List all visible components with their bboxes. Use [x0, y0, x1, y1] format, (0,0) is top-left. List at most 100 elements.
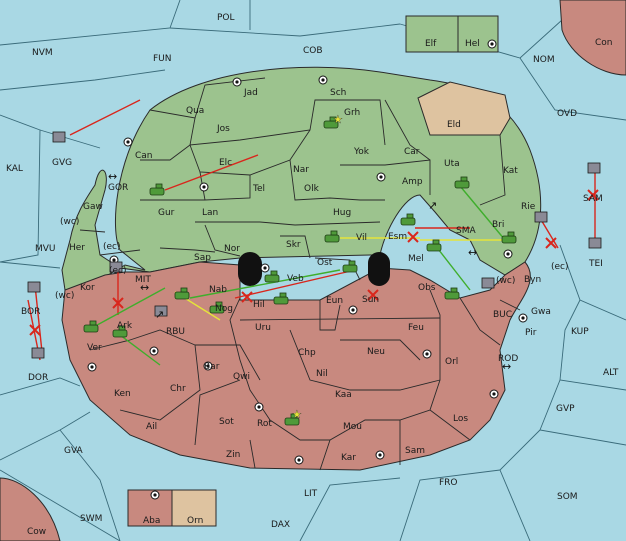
label-ail: Ail	[146, 422, 157, 432]
red-region	[61, 261, 531, 471]
fleet-unit	[109, 261, 123, 273]
label-esm: Esm	[388, 232, 407, 242]
land-borders	[79, 77, 521, 471]
label-kal: KAL	[6, 164, 23, 174]
label-dor: DOR	[28, 373, 48, 383]
units[interactable]	[27, 116, 602, 426]
army-unit	[324, 230, 340, 243]
inset-elf-shape	[405, 15, 459, 53]
coast-label: (wc)	[55, 291, 74, 301]
svg-text:↗: ↗	[428, 199, 437, 212]
fleet-unit	[27, 281, 41, 293]
army-unit	[273, 292, 289, 305]
label-dax: DAX	[271, 520, 290, 530]
label-sap: Sap	[194, 253, 211, 263]
tunnel-right-end	[368, 252, 390, 286]
label-car: Car	[404, 147, 420, 157]
army-unit	[112, 325, 128, 338]
province-eld-shape	[417, 81, 511, 136]
label-bar: Bar	[204, 362, 220, 372]
label-swm: SWM	[80, 514, 102, 524]
army-unit	[400, 213, 416, 226]
order-arrows	[27, 99, 596, 366]
fleet-unit	[154, 305, 168, 317]
label-gvp: GVP	[556, 404, 575, 414]
sea-labels: POL NVM FUN COB NOM OVD KAL GVG GOR MVU …	[6, 13, 619, 530]
coast-label: (ec)	[551, 262, 569, 272]
label-olk: Olk	[304, 184, 320, 194]
supply-center-icon	[489, 389, 499, 399]
label-gva: GVA	[64, 446, 84, 456]
label-eun: Eun	[326, 296, 343, 306]
label-hel: Hel	[465, 39, 480, 49]
label-som: SOM	[557, 492, 578, 502]
label-ark: Ark	[117, 321, 133, 331]
label-cow: Cow	[27, 527, 46, 537]
label-sch: Sch	[330, 88, 346, 98]
army-unit	[454, 176, 470, 189]
green-labels: Jad Sch Grh Qua Jos Can Yok Car Elc Nar …	[69, 88, 536, 293]
label-gur: Gur	[158, 208, 175, 218]
inset-labels: Elf Hel Con	[425, 38, 613, 49]
supply-center-icon	[318, 75, 328, 85]
army-unit	[501, 231, 517, 244]
coast-label: (wc)	[496, 276, 515, 286]
label-feu: Feu	[408, 323, 424, 333]
label-obs: Obs	[418, 283, 436, 293]
tunnel-left-end	[238, 252, 262, 286]
label-gwa: Gwa	[531, 307, 551, 317]
label-pir: Pir	[525, 328, 537, 338]
label-lan: Lan	[202, 208, 218, 218]
fleet-unit	[588, 237, 602, 249]
label-kup: KUP	[571, 327, 589, 337]
label-grh: Grh	[344, 108, 360, 118]
army-unit	[323, 116, 339, 129]
label-nar: Nar	[293, 165, 309, 175]
supply-center-icon	[294, 455, 304, 465]
label-jad: Jad	[243, 88, 258, 98]
army-unit	[284, 413, 300, 426]
fleet-unit	[481, 277, 495, 289]
label-vil: Vil	[356, 233, 367, 243]
inset-con-shape	[559, 0, 626, 76]
label-hil: Hil	[253, 300, 265, 310]
fleet-unit	[31, 347, 45, 359]
label-fro: FRO	[439, 478, 458, 488]
label-elf: Elf	[425, 39, 437, 49]
supply-center-icon	[375, 450, 385, 460]
label-pol: POL	[217, 13, 235, 23]
army-unit	[149, 183, 165, 196]
supply-center-icon	[348, 305, 358, 315]
supply-center-icon	[376, 172, 386, 182]
label-mvu: MVU	[35, 244, 56, 254]
label-bri: Bri	[492, 220, 504, 230]
fleet-unit	[534, 211, 548, 223]
label-orn: Orn	[187, 516, 203, 526]
label-uru: Uru	[255, 323, 271, 333]
svg-text:↔: ↔	[140, 281, 149, 294]
label-rot: Rot	[257, 419, 272, 429]
army-unit	[342, 260, 358, 273]
coast-label: (ec)	[109, 266, 127, 276]
supply-center-icon	[518, 313, 528, 323]
coast-label: (wc)	[60, 217, 79, 227]
label-fun: FUN	[153, 54, 172, 64]
label-gaw: Gaw	[83, 202, 103, 212]
label-hug: Hug	[333, 208, 351, 218]
label-kat: Kat	[503, 166, 518, 176]
label-buc: BUC	[493, 310, 512, 320]
label-sot: Sot	[219, 417, 234, 427]
label-zin: Zin	[226, 450, 240, 460]
label-nom: NOM	[533, 55, 555, 65]
label-sam-sea: SAM	[583, 194, 603, 204]
label-chp: Chp	[298, 348, 316, 358]
label-her: Her	[69, 243, 85, 253]
svg-text:↔: ↔	[468, 246, 477, 259]
label-tei: TEI	[588, 259, 603, 269]
supply-center-icon	[123, 137, 133, 147]
label-ver: Ver	[87, 343, 102, 353]
label-yok: Yok	[353, 147, 370, 157]
label-sam: Sam	[405, 446, 425, 456]
label-can: Can	[135, 151, 153, 161]
